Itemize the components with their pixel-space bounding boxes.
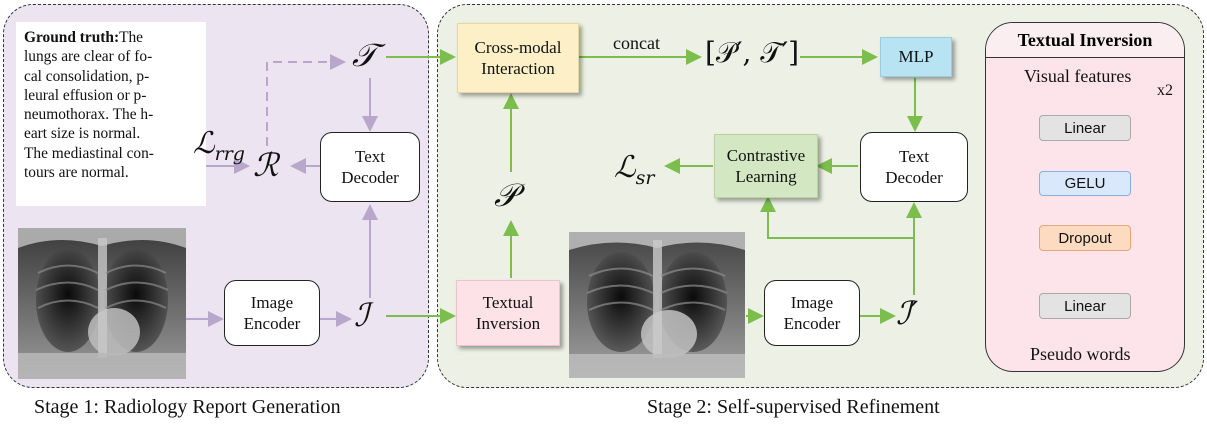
symbol-T: 𝒯 [352,36,377,74]
stage2-caption: Stage 2: Self-supervised Refinement [647,396,940,418]
cross-modal-label-line1: Cross-modal [474,37,562,57]
loss-sr: ℒsr [614,150,654,189]
ground-truth-line-4: neumothorax. The h- [24,106,154,124]
contrastive-label-line2: Learning [735,167,797,186]
image-encoder2-label-line1: Image [790,292,834,312]
cross-modal-label-line2: Interaction [481,59,555,78]
ground-truth-line-3: leural effusion or p- [24,86,147,104]
symbol-R: ℛ [253,146,279,184]
chest-xray-image-stage2 [569,232,745,378]
textual-inversion-label-line1: Textual [482,292,534,312]
image-encoder-label-line2: Encoder [243,314,301,333]
loss-rrg-subscript: rrg [214,143,245,165]
image-encoder2-label-line2: Encoder [783,314,841,333]
symbol-I: ℐ [354,296,370,334]
loss-rrg: ℒrrg [193,126,245,165]
ti-layer-linear-final: Linear [1039,293,1131,319]
ti-detail-title: Textual Inversion [986,23,1184,58]
text-decoder-label-line2: Decoder [341,168,399,187]
ground-truth-line-1: lungs are clear of fo- [24,48,153,66]
ground-truth-report: Ground truth:The lungs are clear of fo- … [16,22,206,206]
concat-label: concat [613,33,660,53]
ti-layer-linear-1: Linear [1039,115,1131,141]
ground-truth-line-5: eart size is normal. [24,125,141,143]
ti-layer-gelu: GELU [1039,171,1131,196]
ground-truth-line-6: The mediastinal con- [24,144,154,162]
text-decoder-label-line1: Text [355,146,385,166]
loss-sr-symbol: ℒ [614,150,636,185]
stage1-caption: Stage 1: Radiology Report Generation [34,396,341,418]
mlp-label: MLP [898,47,934,67]
ti-repeat-label: x2 [1157,82,1173,99]
loss-sr-subscript: sr [635,167,655,189]
chest-xray-image-stage1 [18,228,186,379]
contrastive-label-line1: Contrastive [726,145,806,165]
textual-inversion-label-line2: Inversion [475,314,541,333]
mlp-box: MLP [880,37,952,77]
concat-pair: [𝒫′, 𝒯′] [705,36,799,69]
ground-truth-line-2: cal consolidation, p- [24,67,150,85]
loss-rrg-symbol: ℒ [193,126,215,161]
ground-truth-label: Ground truth: [24,29,120,46]
symbol-P: 𝒫 [494,176,518,214]
symbol-I-prime: ℐ′ [896,294,919,332]
text-decoder2-label-line1: Text [899,146,929,166]
image-encoder-label-line1: Image [250,292,294,312]
ti-input-label: Visual features [1024,66,1132,86]
ti-layer-dropout: Dropout [1039,225,1131,251]
text-decoder2-label-line2: Decoder [885,168,943,187]
ground-truth-line-7: tours are normal. [24,164,129,182]
ti-output-label: Pseudo words [1030,344,1131,364]
stage2-arrows [386,49,923,324]
